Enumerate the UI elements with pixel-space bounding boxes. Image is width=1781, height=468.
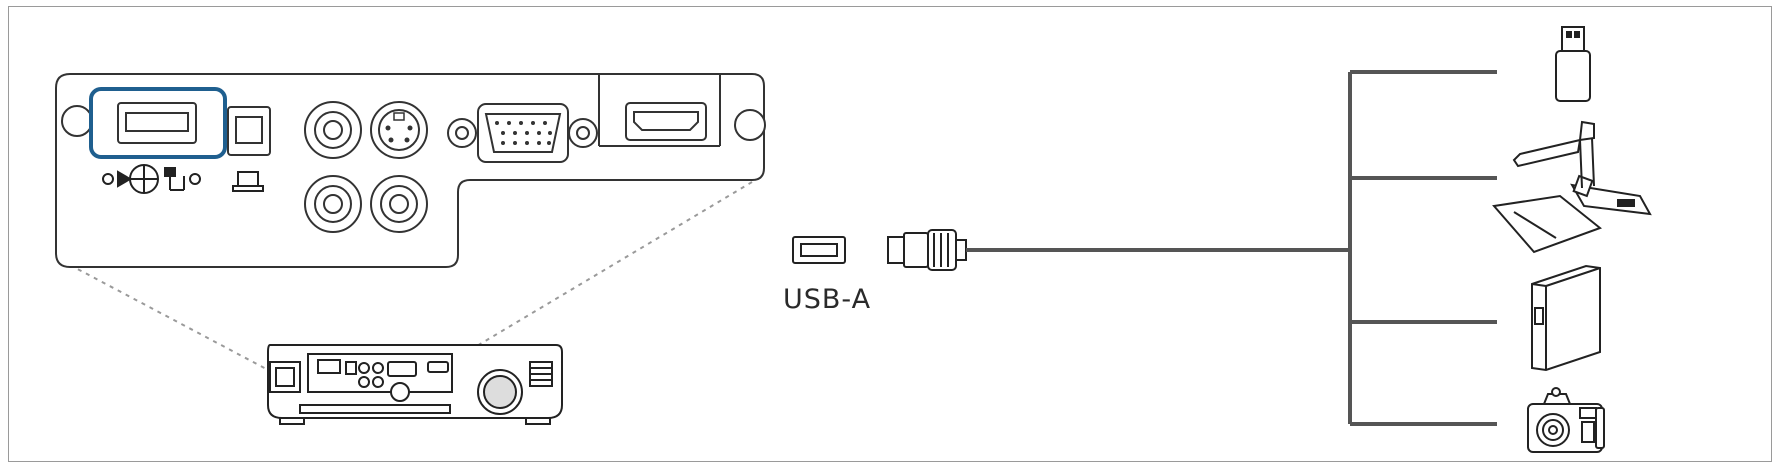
hdmi-port (625, 102, 707, 141)
vga-port (447, 103, 598, 163)
s-video-port (370, 101, 428, 159)
zoom-lines (69, 181, 753, 373)
computer-icon (232, 171, 264, 192)
usb-symbol-icon (102, 164, 201, 194)
document-camera-icon (1492, 120, 1652, 254)
usb-a-connector-icon (792, 236, 846, 264)
usb-flash-drive-icon (1555, 26, 1591, 102)
figure-frame (8, 6, 1772, 462)
usb-a-label: USB-A (783, 284, 872, 315)
video-port (370, 175, 428, 233)
digital-camera-icon (1527, 387, 1605, 453)
projector-icon (267, 344, 563, 425)
enlarged-port-panel (55, 73, 766, 268)
cable-tree (966, 70, 1497, 426)
screw-icon (734, 109, 766, 141)
usb-plug-icon (887, 229, 967, 271)
external-hard-drive-icon (1531, 264, 1601, 372)
usb-a-port (89, 87, 227, 159)
audio-r-port (304, 175, 362, 233)
usb-b-port (227, 106, 271, 156)
screw-icon (61, 105, 93, 137)
audio-l-port (304, 101, 362, 159)
